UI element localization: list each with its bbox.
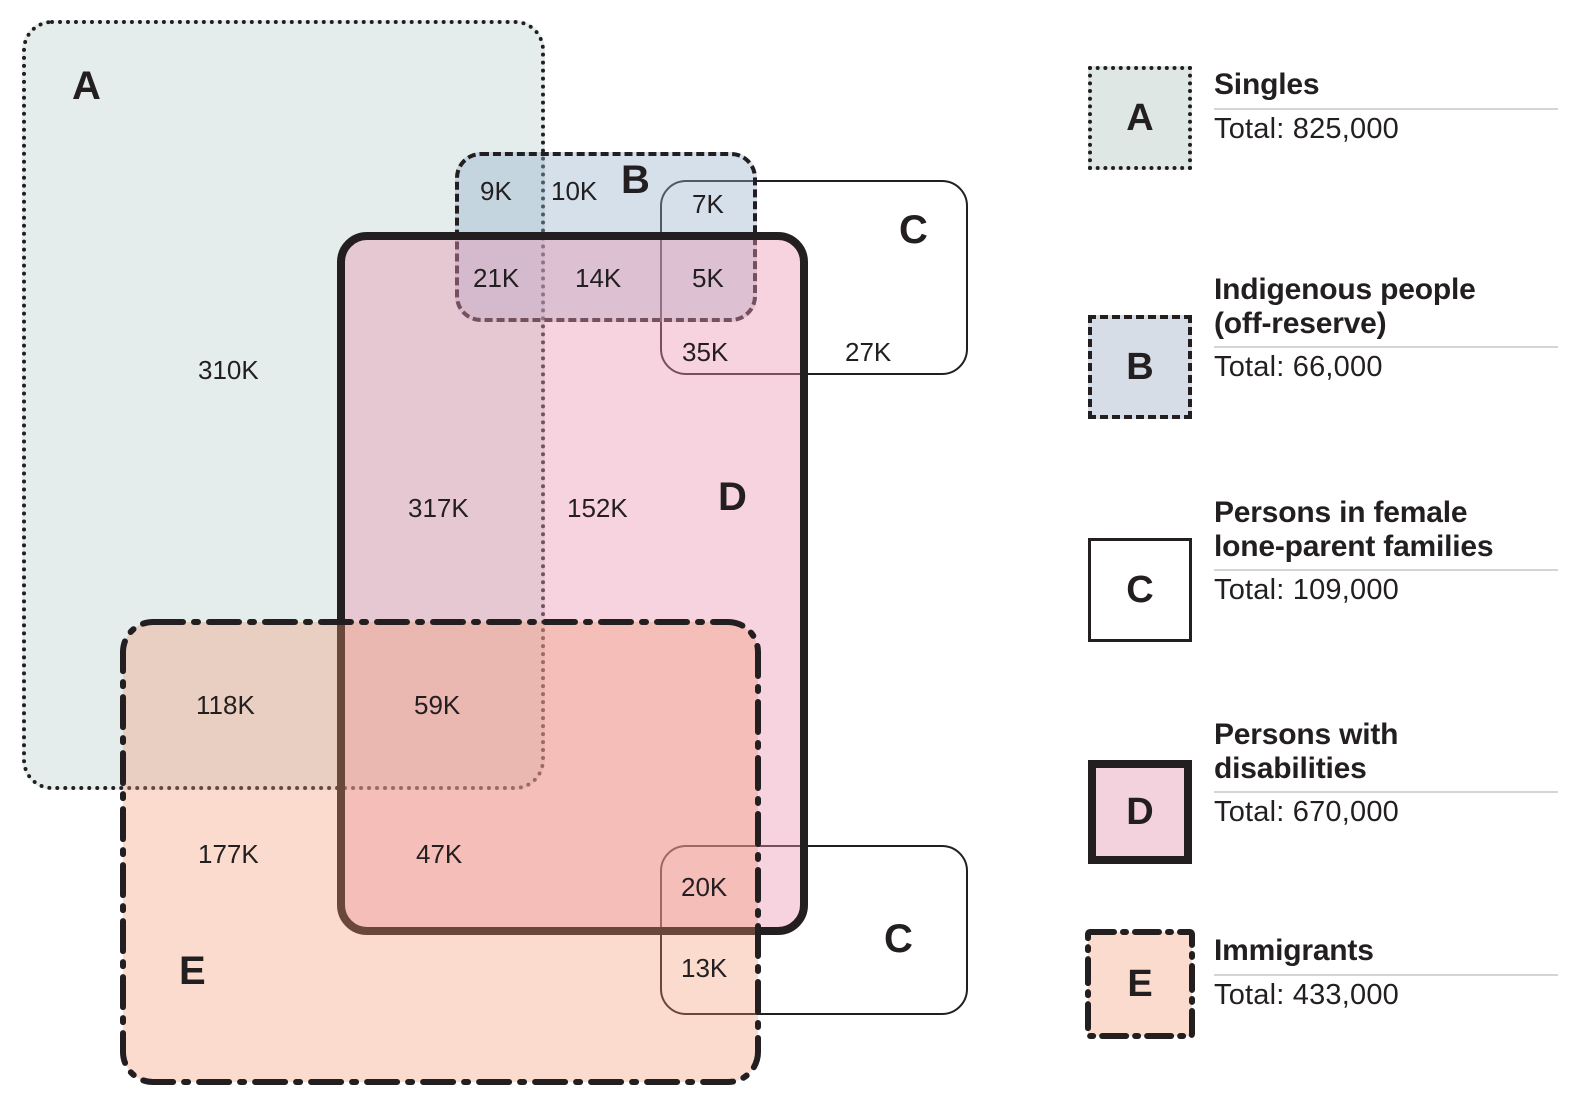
region-value-bcd: 5K — [692, 263, 724, 293]
set-letter-c-bottom: C — [884, 917, 913, 961]
dash-dot-border-icon — [120, 619, 761, 1085]
legend-text-b: Indigenous people (off-reserve) Total: 6… — [1214, 271, 1558, 384]
legend-swatch-letter-a: A — [1126, 97, 1154, 139]
set-a-singles[interactable] — [22, 20, 545, 790]
region-value-bc: 7K — [692, 189, 724, 219]
legend-total-a: Total: 825,000 — [1214, 112, 1399, 145]
legend-title-a: Singles — [1214, 68, 1320, 101]
region-value-e-only: 177K — [198, 839, 259, 869]
region-value-b-only: 10K — [551, 176, 598, 206]
legend-swatch-a: A — [1088, 66, 1192, 170]
region-value-cd: 35K — [682, 337, 729, 367]
legend-title-d-line1: Persons with — [1214, 718, 1399, 751]
legend-total-e: Total: 433,000 — [1214, 978, 1399, 1011]
set-d-disabilities[interactable] — [337, 232, 808, 935]
set-letter-e: E — [179, 949, 206, 993]
legend-swatch-c: C — [1088, 538, 1192, 642]
legend-divider-e — [1214, 973, 1558, 976]
legend-item-a[interactable]: A Singles Total: 825,000 — [1088, 66, 1558, 170]
legend-item-e[interactable]: E Immigrants Total: 433,000 — [1085, 929, 1558, 1039]
set-letter-d: D — [718, 475, 747, 519]
region-value-de: 47K — [416, 839, 463, 869]
legend-title-b-line1: Indigenous people — [1214, 273, 1476, 306]
region-value-ade: 59K — [414, 690, 461, 720]
legend-swatch-letter-d: D — [1126, 791, 1154, 833]
region-value-ab: 9K — [480, 176, 512, 206]
legend-divider-b — [1214, 346, 1558, 349]
region-value-ad: 317K — [408, 493, 469, 523]
dash-dot-border-icon — [1085, 929, 1195, 1039]
legend-text-a: Singles Total: 825,000 — [1214, 66, 1558, 145]
legend-swatch-letter-c: C — [1126, 569, 1154, 611]
legend-total-b: Total: 66,000 — [1214, 351, 1383, 384]
legend-divider-a — [1214, 107, 1558, 110]
region-value-a-only: 310K — [198, 355, 259, 385]
legend-swatch-e: E — [1085, 929, 1195, 1039]
legend-text-c: Persons in female lone-parent families T… — [1214, 494, 1558, 607]
legend-total-d: Total: 670,000 — [1214, 796, 1399, 829]
region-value-cde: 20K — [681, 872, 728, 902]
set-c-top-lone-parent[interactable] — [660, 180, 968, 375]
region-value-ae: 118K — [196, 690, 255, 720]
legend-text-d: Persons with disabilities Total: 670,000 — [1214, 716, 1558, 829]
region-value-bd: 14K — [575, 263, 622, 293]
legend-item-b[interactable]: B Indigenous people (off-reserve) Total:… — [1088, 271, 1558, 419]
legend-title-c-line2: lone-parent families — [1214, 529, 1494, 563]
set-letter-a: A — [72, 64, 101, 108]
legend-title-e: Immigrants — [1214, 934, 1374, 967]
legend: A Singles Total: 825,000 B Indigenous pe… — [1085, 66, 1558, 1056]
legend-swatch-b: B — [1088, 315, 1192, 419]
region-value-c-only: 27K — [845, 337, 892, 367]
legend-divider-d — [1214, 791, 1558, 794]
set-letter-c-top: C — [899, 208, 928, 252]
legend-divider-c — [1214, 569, 1558, 572]
legend-item-d[interactable]: D Persons with disabilities Total: 670,0… — [1088, 716, 1558, 864]
legend-title-c-line1: Persons in female — [1214, 496, 1468, 529]
legend-item-c[interactable]: C Persons in female lone-parent families… — [1088, 494, 1558, 642]
legend-title-d-line2: disabilities — [1214, 751, 1367, 785]
legend-text-e: Immigrants Total: 433,000 — [1214, 932, 1558, 1011]
region-value-d-only: 152K — [567, 493, 628, 523]
legend-title-b-line2: (off-reserve) — [1214, 306, 1387, 340]
venn-diagram: A B C D E C 310K 9K 10K 7K 21K 14K 5K 35… — [22, 20, 968, 1085]
legend-total-c: Total: 109,000 — [1214, 574, 1399, 607]
set-letter-b: B — [621, 158, 650, 202]
legend-swatch-letter-b: B — [1126, 346, 1154, 388]
set-e-immigrants[interactable] — [120, 619, 761, 1085]
legend-swatch-letter-e: E — [1127, 963, 1153, 1005]
region-value-ce: 13K — [681, 953, 728, 983]
legend-swatch-d: D — [1088, 760, 1192, 864]
region-value-abd: 21K — [473, 263, 520, 293]
